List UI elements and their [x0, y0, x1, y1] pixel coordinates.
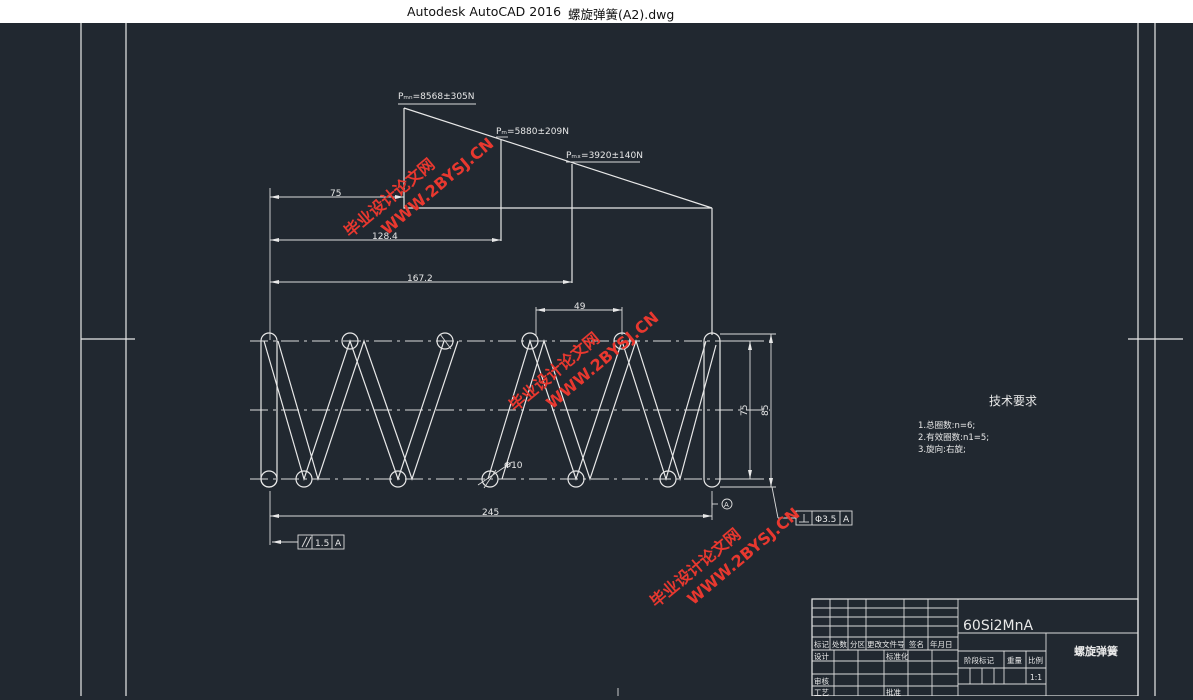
scale-label: 比例	[1028, 655, 1043, 665]
requirement-item: 3.旋向:右旋;	[918, 444, 966, 455]
dim-167-label: 167.2	[407, 274, 433, 284]
standardize-label: 标准化	[886, 651, 909, 661]
review-label: 审核	[814, 676, 829, 686]
file-name: 螺旋弹簧(A2).dwg	[568, 7, 675, 22]
process-label: 工艺	[814, 688, 829, 696]
header-change-doc: 更改文件号	[867, 639, 905, 649]
wire-diameter-label: Φ10	[504, 461, 523, 471]
datum-symbol-label: A	[724, 501, 729, 509]
approve-label: 批准	[886, 687, 901, 696]
title-block	[811, 598, 1139, 697]
parallelism-datum: A	[335, 539, 342, 549]
dim-75-label: 75	[330, 189, 341, 199]
spring-dimensions	[269, 307, 776, 545]
dim-128-label: 128.4	[372, 232, 398, 242]
drawing-frame	[80, 23, 1183, 696]
requirements-title: 技术要求	[989, 394, 1037, 408]
load-diagram	[269, 103, 713, 340]
requirement-item: 2.有效圈数:n1=5;	[918, 432, 989, 443]
parallelism-value: 1.5	[315, 539, 329, 549]
load-min-label: Pₘₓ=3920±140N	[566, 151, 643, 161]
scale-value: 1:1	[1030, 673, 1042, 682]
app-title: Autodesk AutoCAD 2016	[407, 4, 562, 19]
dim-outer-label: 85	[761, 405, 771, 416]
header-mark: 标记	[814, 639, 829, 649]
dim-245-label: 245	[482, 508, 499, 518]
design-label: 设计	[814, 651, 829, 661]
part-name-label: 螺旋弹簧	[1074, 644, 1118, 658]
weight-label: 重量	[1007, 656, 1022, 665]
drawing-canvas[interactable]: Pₘₙ=8568±305N Pₘ=5880±209N Pₘₓ=3920±140N…	[0, 23, 1193, 697]
watermark: 毕业设计论文网 WWW.2BYSJ.CN	[340, 134, 497, 241]
cad-drawing[interactable]: Pₘₙ=8568±305N Pₘ=5880±209N Pₘₓ=3920±140N…	[0, 23, 1193, 697]
header-date: 年月日	[930, 639, 953, 649]
load-max-label: Pₘₙ=8568±305N	[398, 92, 475, 102]
spring-view	[250, 332, 770, 489]
perpendicularity-value: Φ3.5	[815, 515, 836, 525]
perpendicularity-frame	[711, 486, 853, 526]
load-mid-label: Pₘ=5880±209N	[496, 127, 569, 137]
window-title-bar: Autodesk AutoCAD 2016 螺旋弹簧(A2).dwg	[0, 0, 1193, 23]
stage-mark-label: 阶段标记	[964, 655, 994, 665]
dim-inner-label: 75	[740, 405, 750, 416]
header-signature: 签名	[909, 639, 924, 649]
header-zone: 分区	[850, 640, 865, 649]
dim-49-label: 49	[574, 302, 586, 312]
material-label: 60Si2MnA	[963, 618, 1033, 634]
requirement-item: 1.总圈数:n=6;	[918, 420, 975, 431]
parallelism-frame	[272, 534, 345, 550]
perpendicularity-datum: A	[843, 515, 850, 525]
header-count: 处数	[832, 639, 847, 649]
watermark: 毕业设计论文网 WWW.2BYSJ.CN	[505, 308, 662, 415]
